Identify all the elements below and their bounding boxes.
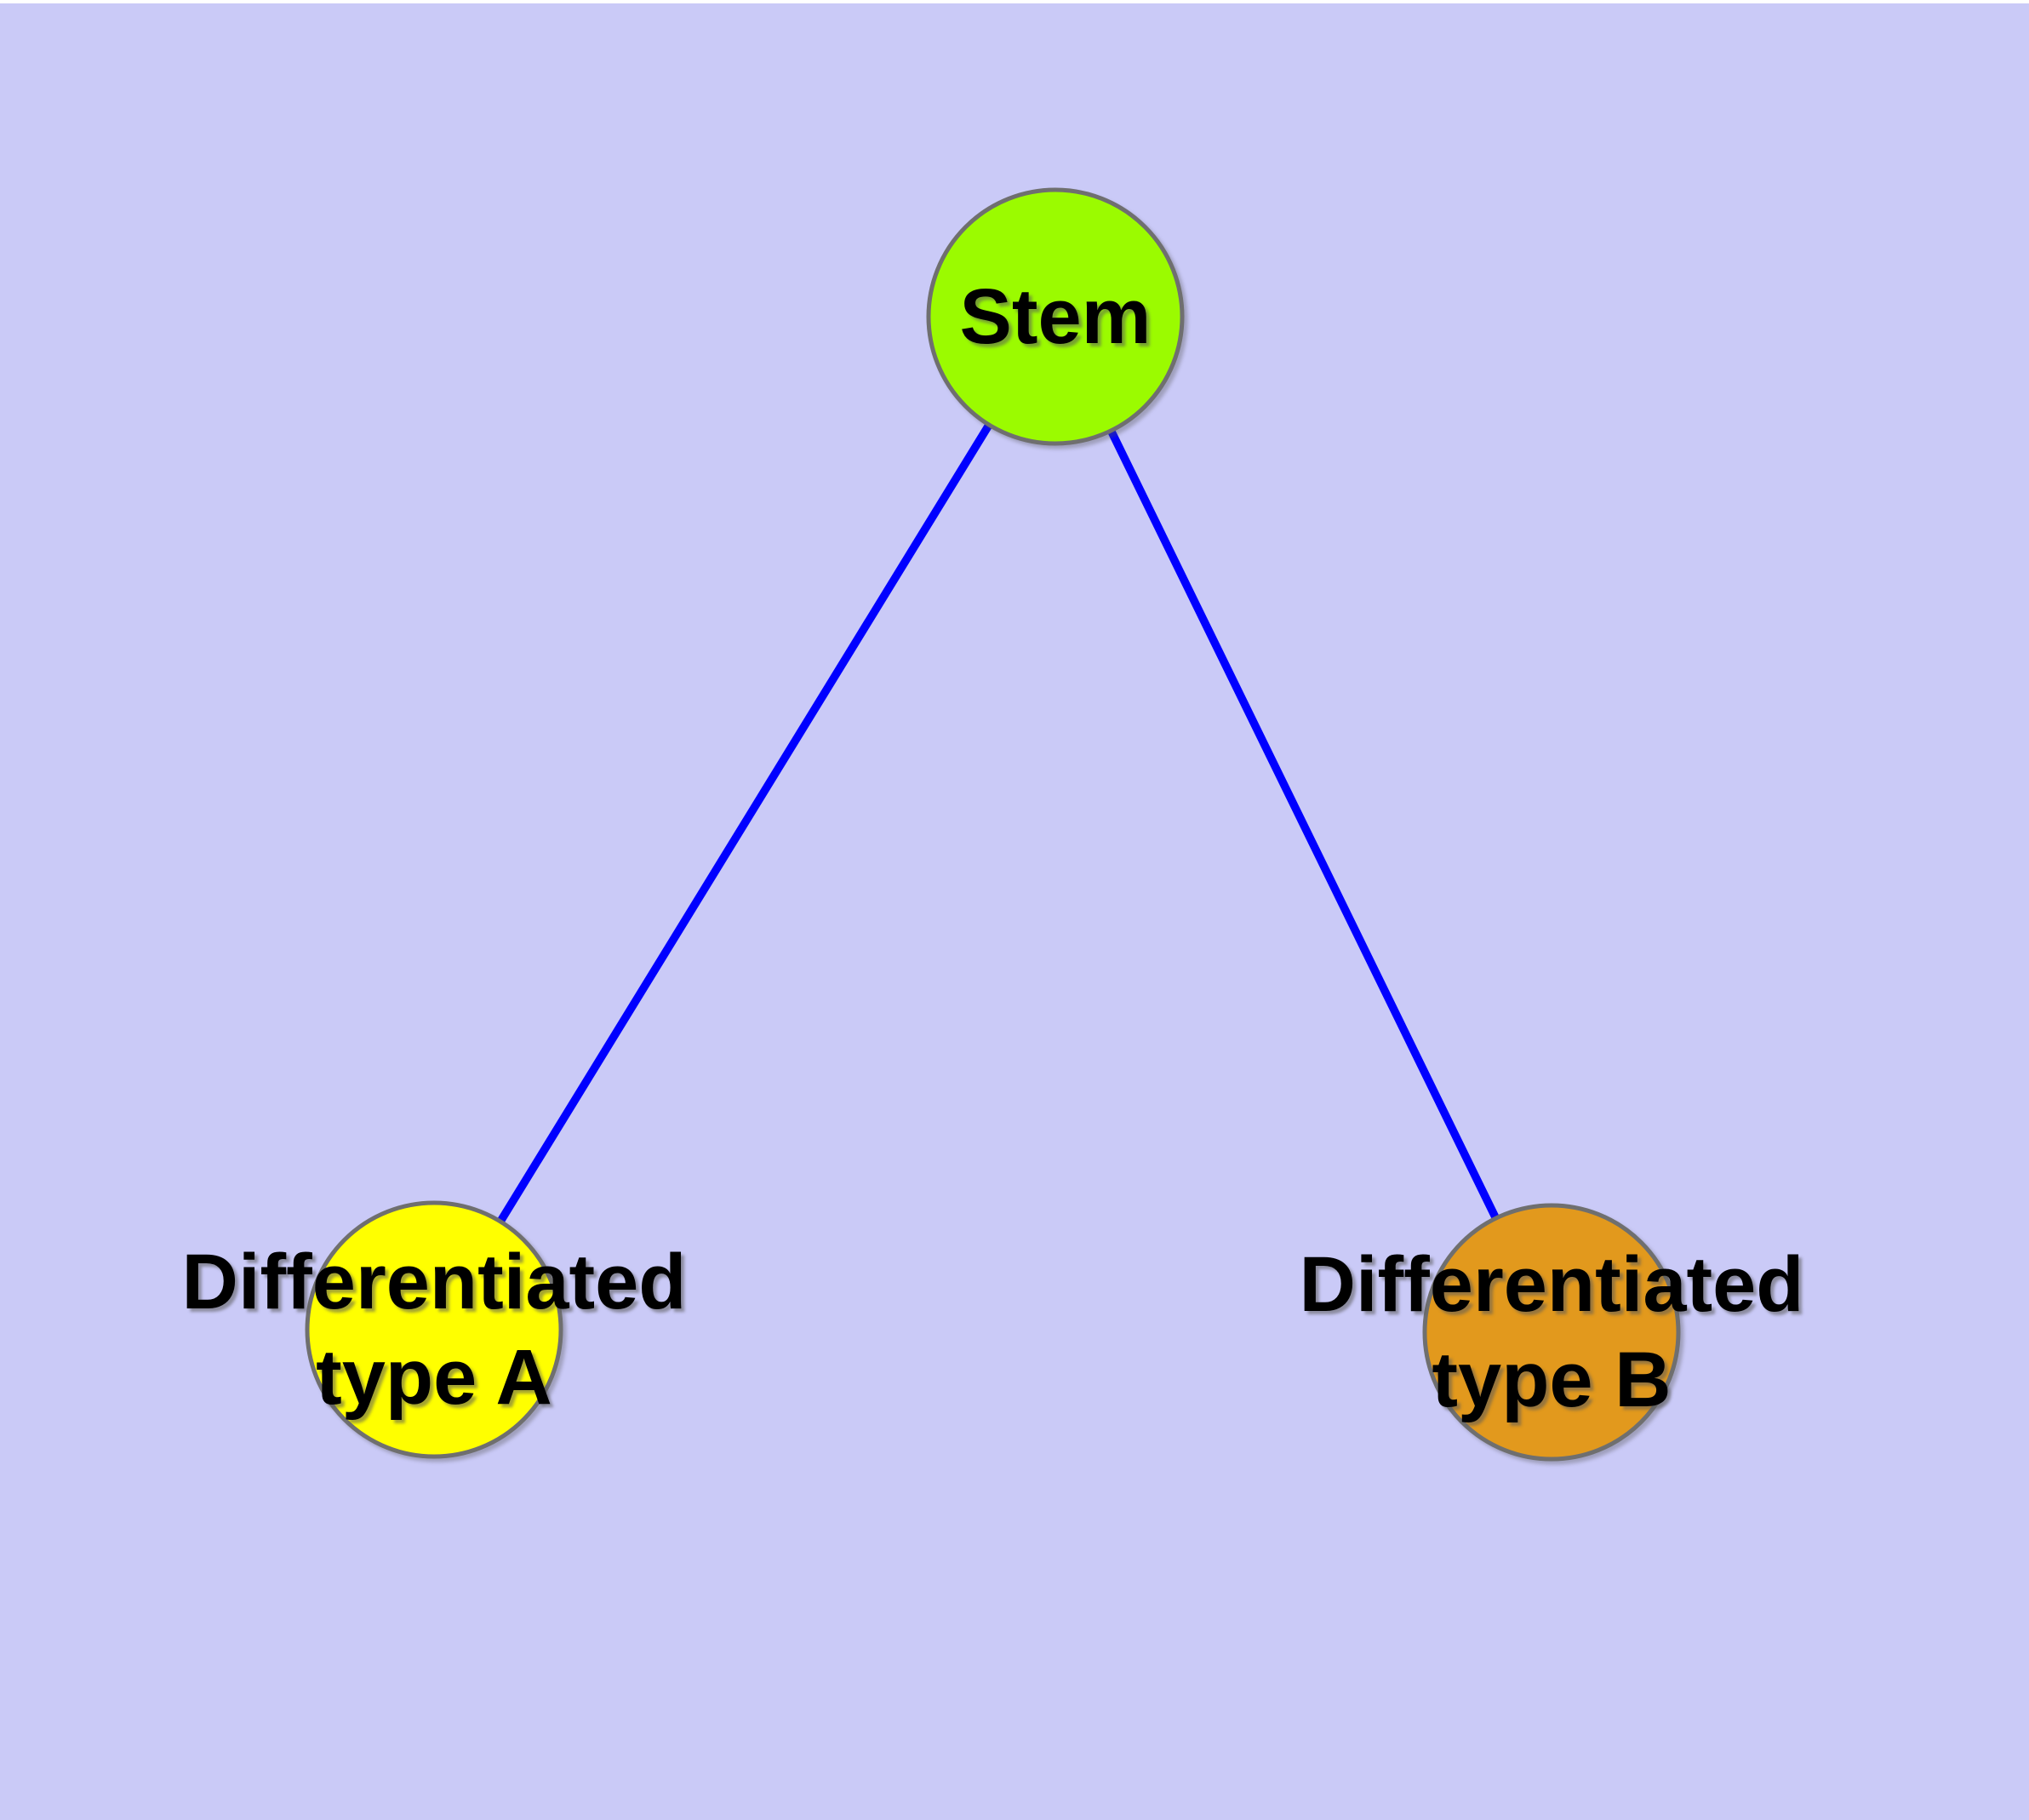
edge-stem-to-type-b	[1051, 314, 1556, 1335]
node-type-a-circle	[305, 1200, 563, 1459]
node-stem-circle	[926, 187, 1185, 446]
top-edge-strip	[0, 0, 2029, 3]
node-type-b-circle	[1422, 1203, 1681, 1462]
edge-stem-to-type-a	[430, 314, 1060, 1332]
